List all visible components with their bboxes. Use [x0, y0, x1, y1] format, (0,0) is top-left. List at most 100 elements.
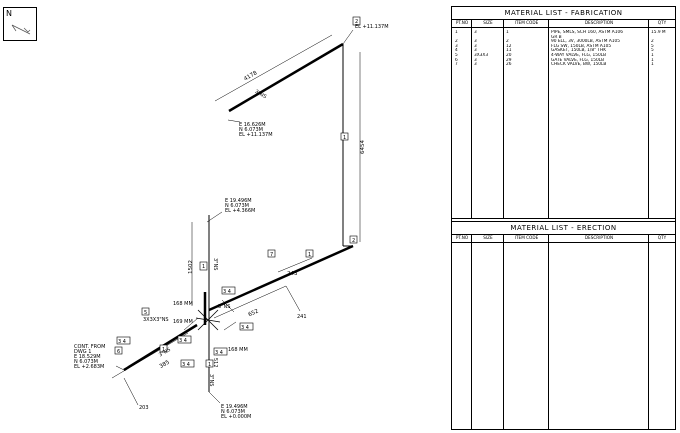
coord-mid-el: EL +4.366M [225, 208, 255, 214]
table-row: 7 3 26 CHECK VALVE, BW, 150LB 1 [452, 62, 675, 67]
tag-1-lower: 1 [208, 362, 211, 368]
table-cell: 5 [651, 43, 654, 49]
tag-6: 6 [117, 349, 120, 355]
cont-line-4: N 6.073M [74, 359, 98, 365]
table-cell: PIPE, SMLS, SCH 160, ASTM A106 [551, 30, 623, 35]
tag-7: 7 [270, 252, 273, 258]
table-cell: 1 [651, 62, 654, 68]
table-row: 3 3 12 FLG SW, 150LB, ASTM A105 5 [452, 44, 675, 49]
coord-top-n: N 6.073M [239, 127, 263, 133]
fabrication-table: MATERIAL LIST - FABRICATION PT.NO SIZE I… [452, 7, 675, 219]
coord-bot-e: E 19.496M [221, 404, 248, 410]
pipe-top-diagonal [228, 42, 344, 113]
tag-1-left: 1 [162, 347, 165, 353]
ns-label-vertical: 3"NS [212, 258, 218, 270]
table-cell: GATE VALVE, FLG, 150LB [551, 57, 605, 63]
table-cell: 12 [506, 43, 512, 49]
coord-top-e: E 16.626M [239, 122, 266, 128]
dim-241: 241 [297, 314, 307, 320]
table-cell: 1 [651, 57, 654, 63]
ns-label-middle: 3"NS [218, 304, 230, 310]
tag-34-a: 3 4 [223, 289, 231, 295]
north-arrow-icon [11, 24, 31, 35]
table-cell: 5 [651, 48, 654, 54]
table-cell: 6 [455, 57, 458, 63]
callout-boxes [114, 16, 361, 368]
isometric-drawing: 2 EL +11.137M 1 2 7 1 1 3 4 5 3 4 3 4 6 … [74, 16, 389, 420]
tag-1-vertical: 1 [343, 135, 346, 141]
table-cell: 3 [474, 57, 477, 63]
erection-table: MATERIAL LIST - ERECTION PT.NO SIZE ITEM… [452, 221, 675, 430]
dim-168-a: 168 MM [173, 301, 193, 307]
table-cell: GR B [551, 34, 562, 40]
table-cell: 3X3X3 [474, 53, 489, 58]
ns-label-top: 3"NS [254, 89, 268, 100]
table-cell: 26 [506, 62, 512, 68]
table-cell: 20 [506, 53, 512, 58]
dim-1502: 1502 [188, 260, 194, 274]
cont-line-1: CONT. FROM [74, 344, 105, 350]
table-cell: 3 [474, 43, 477, 49]
cont-line-3: E 18.529M [74, 354, 101, 360]
dim-512: 512 [212, 358, 218, 368]
table-cell: 3 [455, 43, 458, 49]
tag-2-top: 2 [355, 19, 358, 25]
table-cell: 3 [474, 62, 477, 68]
dim-385: 385 [159, 359, 172, 370]
table-cell: 1 [506, 30, 509, 35]
table-cell: FLG SW, 150LB, ASTM A105 [551, 43, 612, 49]
table-cell: 29 [506, 57, 512, 63]
table-cell: 2 [455, 39, 458, 45]
table-row: GR B [452, 35, 675, 40]
north-arrow-box: N [3, 7, 37, 41]
dim-168-b: 168 MM [228, 347, 248, 353]
table-cell: 3 [474, 30, 477, 35]
dim-243: 243 [287, 271, 298, 277]
pipe-thin-lines [111, 29, 361, 406]
material-lists: MATERIAL LIST - FABRICATION PT.NO SIZE I… [451, 6, 676, 430]
tag-34-b: 3 4 [241, 325, 249, 331]
table-cell: 90 ELL, 3V, 3000LB, ASTM A105 [551, 39, 620, 45]
tag-34-f: 3 4 [182, 362, 190, 368]
dim-6454: 6454 [360, 140, 366, 154]
tag-1-stem: 1 [202, 264, 205, 270]
coord-top-el: EL +11.137M [239, 132, 273, 138]
table-cell: 2 [651, 39, 654, 45]
fabrication-title: MATERIAL LIST - FABRICATION [452, 7, 675, 20]
table-cell: 15.9 M [651, 30, 666, 35]
tag-5: 5 [144, 310, 147, 316]
tag-34-e: 3 4 [215, 350, 223, 356]
table-row: 6 3 29 GATE VALVE, FLG, 150LB 1 [452, 58, 675, 63]
table-cell: 3 [474, 39, 477, 45]
el-top-label: EL +11.137M [355, 24, 389, 30]
table-cell: 4 [455, 48, 458, 54]
coord-mid-e: E 19.496M [225, 198, 252, 204]
table-cell: 4-WAY VALVE, FLG, 150LB [551, 53, 607, 58]
ns-label-left: 3"NS [158, 347, 172, 358]
coord-bot-el: EL +0.000M [221, 414, 251, 420]
table-cell: 5 [455, 53, 458, 58]
table-cell: CHECK VALVE, BW, 150LB [551, 62, 607, 68]
size-3x3x3: 3X3X3"NS [143, 317, 169, 323]
table-row: 5 3X3X3 20 4-WAY VALVE, FLG, 150LB 1 [452, 53, 675, 58]
table-cell: 7 [455, 62, 458, 68]
tag-34-d: 3 4 [179, 338, 187, 344]
table-cell: 1 [455, 30, 458, 35]
table-cell: 1 [651, 53, 654, 58]
dim-203: 203 [139, 405, 149, 411]
tag-2-corner: 2 [352, 238, 355, 244]
ns-label-bottom: 3"NS [208, 374, 214, 386]
table-cell: 3 [474, 48, 477, 54]
dim-652: 652 [248, 308, 260, 318]
tag-34-c: 3 4 [118, 339, 126, 345]
dim-169: 169 MM [173, 319, 193, 325]
coord-mid-n: N 6.073M [225, 203, 249, 209]
coord-bot-n: N 6.073M [221, 409, 245, 415]
erection-title: MATERIAL LIST - ERECTION [452, 222, 675, 235]
pipe-middle-run [208, 244, 354, 312]
cont-line-5: EL +2.683M [74, 364, 104, 370]
tag-1-middle: 1 [308, 252, 311, 258]
table-cell: 11 [506, 48, 512, 54]
